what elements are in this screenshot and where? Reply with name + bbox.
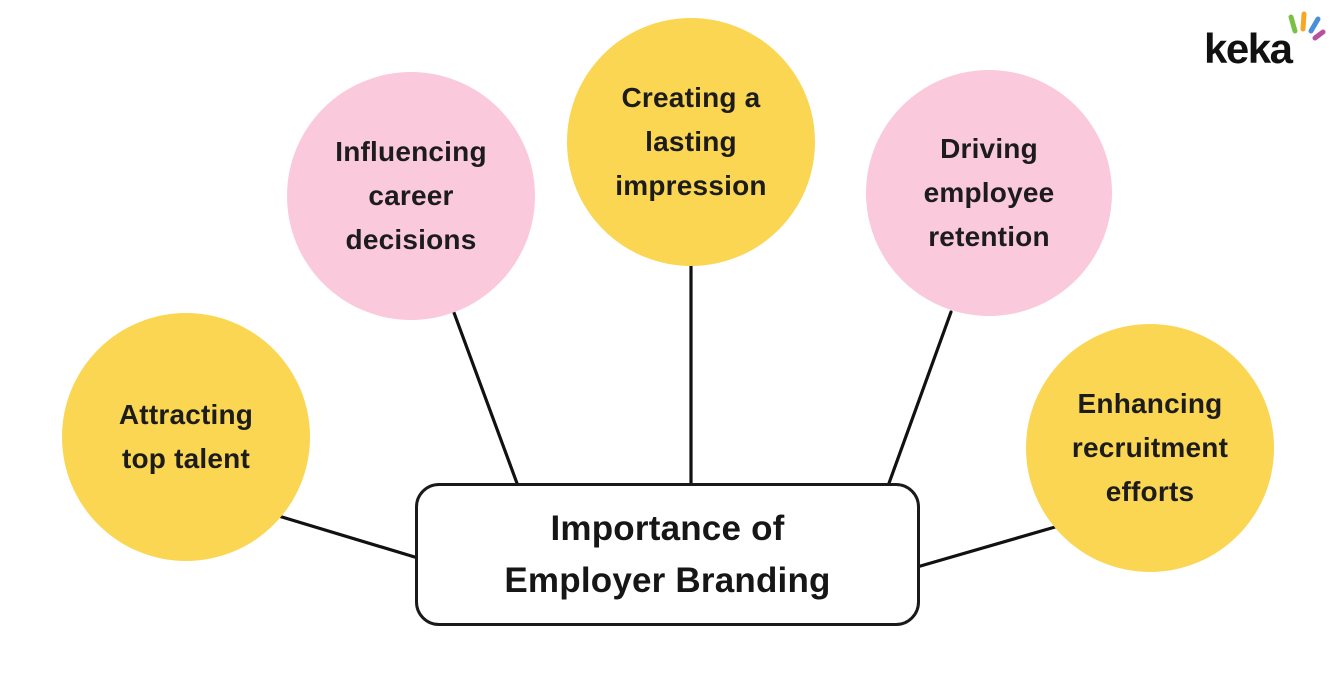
node-label: Driving employee retention <box>923 132 1055 253</box>
node-enhancing-recruitment-efforts: Enhancing recruitment efforts <box>1026 324 1274 572</box>
node-driving-employee-retention: Driving employee retention <box>866 70 1112 316</box>
node-label: Enhancing recruitment efforts <box>1071 387 1229 508</box>
node-creating-lasting-impression: Creating a lasting impression <box>567 18 815 266</box>
keka-logo: keka <box>1196 11 1326 72</box>
node-attracting-top-talent: Attracting top talent <box>62 313 310 561</box>
keka-logo-rays-icon <box>1288 11 1326 41</box>
central-node-label: Importance of Employer Branding <box>504 509 831 600</box>
keka-logo-text: keka <box>1204 25 1293 72</box>
node-influencing-career-decisions: Influencing career decisions <box>287 72 535 320</box>
node-label: Influencing career decisions <box>335 135 487 256</box>
central-node-importance-of-employer-branding: Importance of Employer Branding <box>415 483 920 626</box>
node-label: Creating a lasting impression <box>615 81 767 202</box>
node-label: Attracting top talent <box>118 398 254 474</box>
